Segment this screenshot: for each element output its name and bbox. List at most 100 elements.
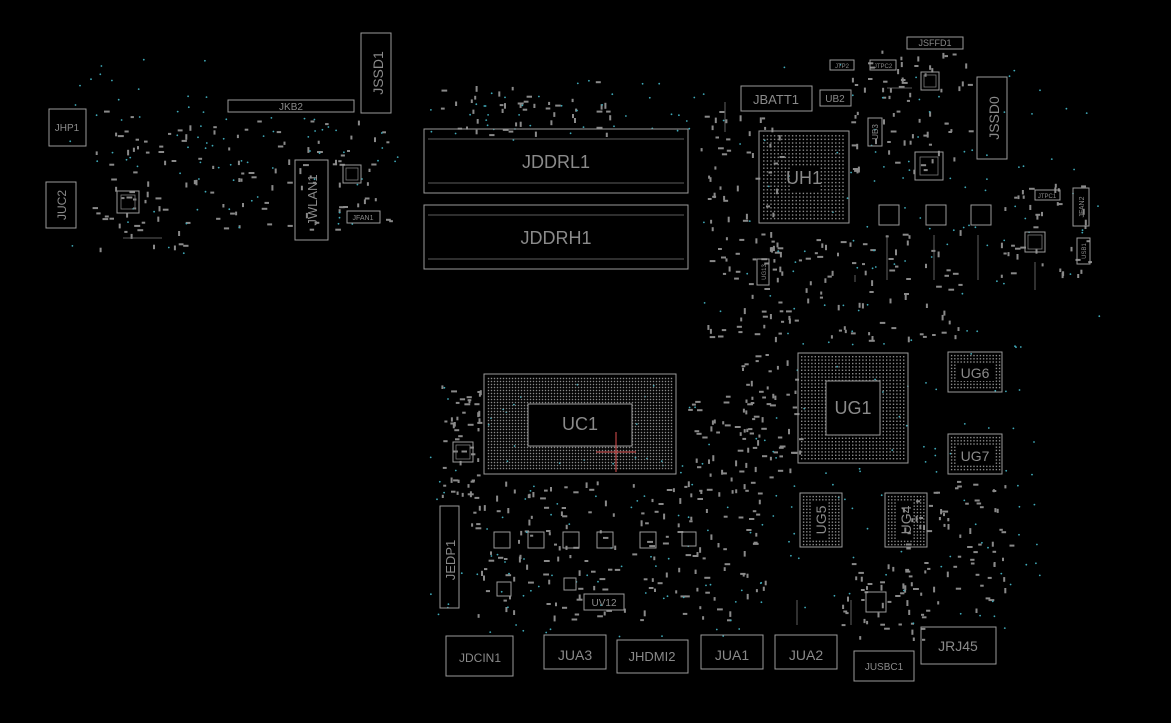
- chip-ub2[interactable]: UB2: [819, 89, 852, 107]
- via: [934, 454, 937, 457]
- connector-jsffd1[interactable]: JSFFD1: [906, 36, 964, 50]
- smd-pad: [457, 479, 460, 483]
- bga-ball: [828, 518, 830, 520]
- bga-ball: [976, 440, 978, 442]
- bga-ball: [523, 437, 526, 440]
- bga-ball: [995, 465, 998, 468]
- bga-ball: [903, 376, 905, 378]
- chip-left-ic[interactable]: [116, 190, 140, 214]
- bga-ball: [894, 521, 896, 523]
- smd-pad: [752, 418, 756, 421]
- bga-ball: [496, 386, 499, 389]
- bga-ball: [827, 163, 830, 166]
- bga-ball: [827, 171, 830, 173]
- connector-jwlan1[interactable]: JWLAN1: [294, 159, 329, 241]
- bga-ball: [806, 199, 808, 202]
- bga-ball: [502, 401, 505, 404]
- smd-pad: [248, 172, 255, 174]
- bga-ball: [828, 534, 830, 536]
- bga-ball: [892, 427, 895, 429]
- gpu-ug1[interactable]: UG1: [797, 352, 909, 464]
- connector-jssd0[interactable]: JSSD0: [976, 76, 1008, 160]
- bga-ball: [821, 434, 823, 436]
- connector-jfan2[interactable]: JFAN2: [1072, 187, 1090, 227]
- connector-jfan1[interactable]: JFAN1: [346, 210, 381, 224]
- chip-ug13[interactable]: UG13: [756, 258, 770, 286]
- cpu-uh1[interactable]: UH1: [758, 130, 850, 224]
- bga-ball: [613, 398, 616, 401]
- bga-ball: [795, 196, 797, 198]
- bga-ball: [664, 416, 667, 419]
- bga-ball: [845, 369, 847, 371]
- smd-pad: [695, 400, 701, 403]
- bga-ball: [903, 543, 906, 546]
- via: [793, 532, 796, 535]
- bga-ball: [595, 389, 598, 392]
- smd-pad: [936, 491, 940, 494]
- vram-ug5[interactable]: UG5: [799, 492, 843, 548]
- bga-ball: [770, 171, 772, 173]
- bga-ball: [845, 451, 847, 453]
- bga-ball: [541, 386, 544, 389]
- smd-pad: [1000, 274, 1003, 278]
- bga-ball: [923, 508, 925, 511]
- label-ug7: UG7: [961, 448, 990, 464]
- pad-jtpc2[interactable]: JTPC2: [869, 59, 897, 71]
- bga-ball: [541, 377, 544, 380]
- bga-ball: [511, 407, 514, 410]
- bga-ball: [487, 398, 490, 401]
- smd-pad: [1062, 271, 1065, 277]
- smd-pad: [840, 241, 847, 244]
- connector-juc2[interactable]: JUC2: [45, 181, 77, 229]
- chip-ub3[interactable]: UB3: [867, 117, 883, 147]
- smd-pad: [777, 436, 783, 439]
- bga-ball: [664, 428, 667, 431]
- bga-ball: [842, 149, 844, 151]
- chip-top-right-ic-2[interactable]: [914, 151, 944, 181]
- bga-ball: [577, 401, 580, 404]
- bga-ball: [821, 427, 823, 429]
- smd-pad: [898, 85, 905, 88]
- mosfet-1[interactable]: [878, 204, 900, 226]
- bga-ball: [652, 380, 655, 383]
- slot-jddrl1[interactable]: JDDRL1: [423, 128, 689, 194]
- bga-ball: [838, 524, 840, 527]
- connector-jkb2[interactable]: JKB2: [227, 99, 355, 113]
- pad-jtpc1[interactable]: JTPC1: [1034, 189, 1061, 201]
- mosfet-3[interactable]: [970, 204, 992, 226]
- bga-ball: [670, 380, 673, 383]
- connector-jssd1[interactable]: JSSD1: [360, 32, 392, 114]
- smd-pad: [723, 548, 727, 551]
- connector-jhp1[interactable]: JHP1: [48, 108, 87, 147]
- connector-jbatt1[interactable]: JBATT1: [740, 85, 813, 112]
- smd-pad: [749, 432, 754, 435]
- via: [429, 456, 432, 459]
- bga-ball: [661, 425, 664, 428]
- mosfet-2[interactable]: [925, 204, 947, 226]
- smd-pad: [921, 613, 925, 616]
- bga-ball: [523, 401, 526, 404]
- connector-usb1[interactable]: USB1: [1076, 237, 1091, 265]
- bga-ball: [954, 452, 956, 455]
- bga-ball: [835, 185, 837, 187]
- smd-pad: [653, 556, 656, 561]
- bga-ball: [842, 178, 844, 180]
- bga-ball: [574, 377, 577, 380]
- vram-ug4[interactable]: UG4: [884, 492, 928, 548]
- chip-right-ic[interactable]: [1024, 231, 1046, 253]
- bga-ball: [646, 377, 649, 380]
- vram-ug6[interactable]: UG6: [947, 351, 1003, 393]
- vram-ug7[interactable]: UG7: [947, 433, 1003, 475]
- pad-jtp2[interactable]: JTP2: [829, 59, 855, 71]
- bga-ball: [502, 410, 505, 413]
- chip-jwlan-ic[interactable]: [342, 164, 362, 184]
- slot-jddrh1[interactable]: JDDRH1: [423, 204, 689, 270]
- chip-top-right-ic-1[interactable]: [920, 71, 940, 91]
- bga-ball: [514, 446, 517, 449]
- bga-ball: [869, 359, 871, 361]
- smd-pad: [925, 263, 927, 269]
- bga-ball: [553, 446, 556, 449]
- smd-pad: [496, 495, 499, 502]
- bga-ball: [814, 410, 816, 412]
- soc-uc1[interactable]: UC1: [483, 373, 677, 475]
